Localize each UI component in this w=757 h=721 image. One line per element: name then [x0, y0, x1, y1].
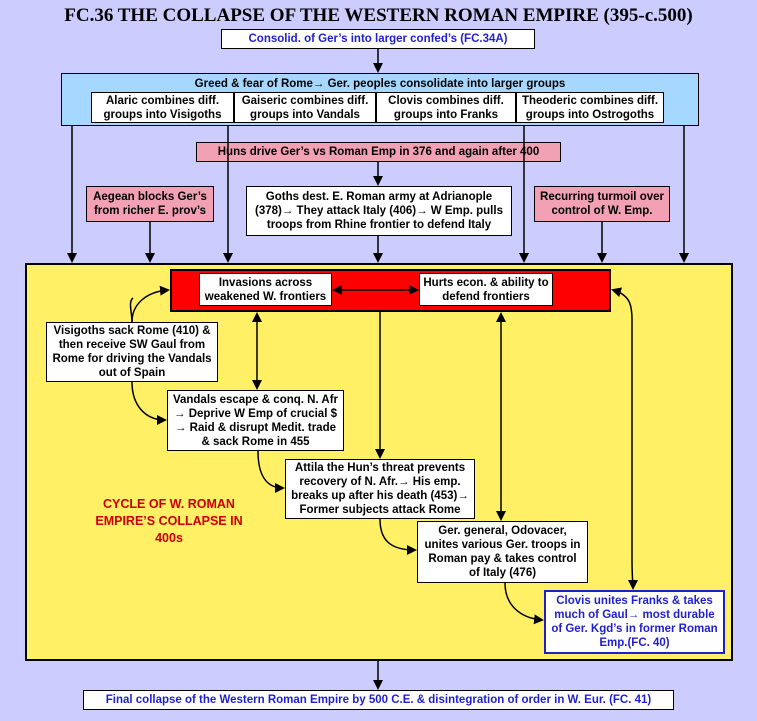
vandals-box: Vandals escape & conq. N. Afr → Deprive …: [167, 390, 344, 451]
visigoths-box: Visigoths sack Rome (410) & then receive…: [46, 322, 218, 382]
top-link-box[interactable]: Consolid. of Ger’s into larger confed’s …: [221, 29, 535, 49]
cycle-label: CYCLE OF W. ROMAN EMPIRE’S COLLAPSE IN 4…: [95, 497, 243, 545]
invasions-box: Invasions across weakened W. frontiers: [199, 273, 332, 306]
huns-box: Huns drive Ger’s vs Roman Emp in 376 and…: [196, 142, 561, 162]
theoderic-box: Theoderic combines diff. groups into Ost…: [516, 92, 664, 123]
bottom-link-box[interactable]: Final collapse of the Western Roman Empi…: [83, 690, 674, 710]
alaric-box: Alaric combines diff. groups into Visigo…: [91, 92, 234, 123]
greed-header: Greed & fear of Rome→ Ger. peoples conso…: [194, 78, 566, 90]
odovacer-box: Ger. general, Odovacer, unites various G…: [417, 521, 588, 583]
aegean-box: Aegean blocks Ger’s from richer E. prov’…: [86, 186, 214, 222]
clovis-box: Clovis unites Franks & takes much of Gau…: [544, 590, 725, 654]
gaiseric-box: Gaiseric combines diff. groups into Vand…: [234, 92, 376, 123]
goths-box: Goths dest. E. Roman army at Adrianople …: [246, 186, 512, 236]
clovis-groups-box: Clovis combines diff. groups into Franks: [376, 92, 516, 123]
page-title: FC.36 THE COLLAPSE OF THE WESTERN ROMAN …: [64, 5, 693, 26]
turmoil-box: Recurring turmoil over control of W. Emp…: [534, 186, 670, 222]
hurts-box: Hurts econ. & ability to defend frontier…: [419, 273, 553, 306]
attila-box: Attila the Hun’s threat prevents recover…: [285, 459, 475, 519]
